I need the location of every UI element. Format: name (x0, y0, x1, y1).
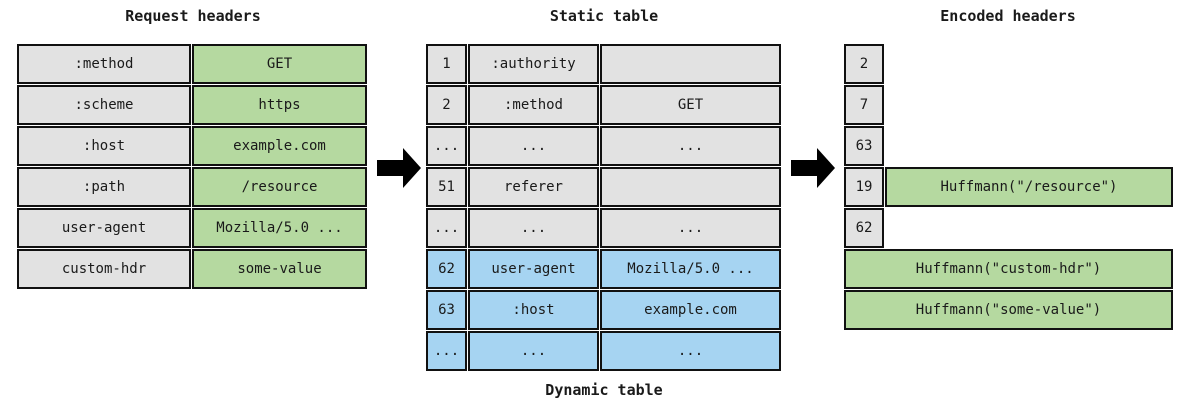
header-name-cell: custom-hdr (17, 249, 191, 289)
encoded-literal-box: Huffmann("/resource") (885, 167, 1173, 207)
value-cell (600, 44, 781, 84)
value-cell: Mozilla/5.0 ... (600, 249, 781, 289)
encoded-literal-box: Huffmann("custom-hdr") (844, 249, 1173, 289)
index-cell: ... (426, 208, 467, 248)
static-table-title: Static table (549, 7, 659, 25)
request-headers-title: Request headers (125, 7, 261, 25)
header-value-cell: GET (192, 44, 367, 84)
value-cell: ... (600, 208, 781, 248)
value-cell: ... (600, 331, 781, 371)
name-cell: ... (468, 126, 599, 166)
name-cell: user-agent (468, 249, 599, 289)
index-cell: 1 (426, 44, 467, 84)
index-cell: 51 (426, 167, 467, 207)
header-name-cell: user-agent (17, 208, 191, 248)
encoded-index-box: 63 (844, 126, 884, 166)
dynamic-table-title: Dynamic table (545, 381, 663, 399)
encoded-headers-title: Encoded headers (940, 7, 1076, 25)
name-cell: ... (468, 208, 599, 248)
header-value-cell: /resource (192, 167, 367, 207)
index-cell: ... (426, 126, 467, 166)
name-cell: ... (468, 331, 599, 371)
name-cell: :host (468, 290, 599, 330)
index-cell: ... (426, 331, 467, 371)
value-cell: ... (600, 126, 781, 166)
encoded-index-box: 62 (844, 208, 884, 248)
index-cell: 63 (426, 290, 467, 330)
header-value-cell: Mozilla/5.0 ... (192, 208, 367, 248)
encoded-index-box: 2 (844, 44, 884, 84)
header-name-cell: :host (17, 126, 191, 166)
header-name-cell: :method (17, 44, 191, 84)
encoded-index-box: 7 (844, 85, 884, 125)
value-cell: GET (600, 85, 781, 125)
arrow-right-icon (377, 148, 421, 188)
header-name-cell: :path (17, 167, 191, 207)
encoded-literal-box: Huffmann("some-value") (844, 290, 1173, 330)
header-value-cell: https (192, 85, 367, 125)
header-name-cell: :scheme (17, 85, 191, 125)
header-value-cell: some-value (192, 249, 367, 289)
name-cell: :method (468, 85, 599, 125)
name-cell: :authority (468, 44, 599, 84)
value-cell: example.com (600, 290, 781, 330)
index-cell: 62 (426, 249, 467, 289)
value-cell (600, 167, 781, 207)
name-cell: referer (468, 167, 599, 207)
index-cell: 2 (426, 85, 467, 125)
arrow-right-icon (791, 148, 835, 188)
header-value-cell: example.com (192, 126, 367, 166)
encoded-index-box: 19 (844, 167, 884, 207)
